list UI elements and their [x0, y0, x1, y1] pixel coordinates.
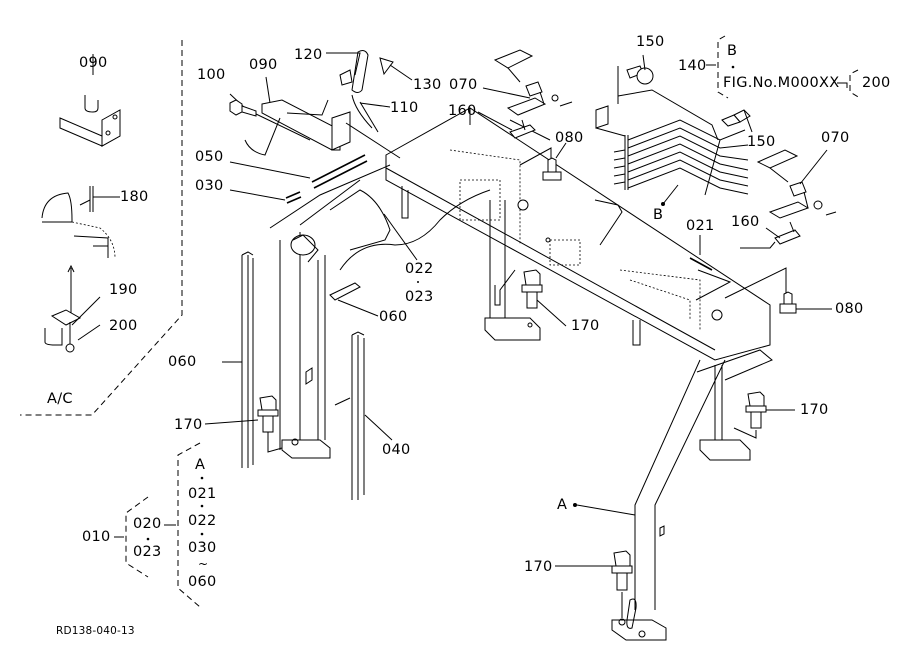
clip-160-left	[477, 111, 536, 139]
callout-150-top: 150	[636, 34, 665, 50]
marker-A: A	[557, 497, 568, 513]
group-010-item-060: 060	[188, 574, 217, 590]
hinge-070-left	[482, 49, 573, 116]
callout-200: 200	[109, 318, 138, 334]
group-010-dot	[200, 476, 204, 480]
callout-090-inset: 090	[79, 55, 108, 71]
inset-label-ac: A/C	[47, 391, 73, 407]
lever-120-110	[339, 50, 394, 133]
inset-part-190-200	[44, 264, 101, 353]
callout-021: 021	[686, 218, 715, 234]
bracket-090	[244, 99, 401, 159]
bolt-080-top	[519, 142, 567, 181]
bolt-170-bottom	[555, 550, 633, 618]
callout-170-center: 170	[571, 318, 600, 334]
bolt-170-right	[733, 391, 795, 439]
group-010-item-A: A	[195, 457, 206, 473]
group-010-bracket	[114, 442, 201, 608]
callout-120: 120	[294, 47, 323, 63]
bolt-080-right	[779, 291, 832, 314]
callout-110: 110	[390, 100, 419, 116]
group-140-link: 200	[862, 75, 891, 91]
leader-030	[229, 189, 286, 201]
pin-050	[311, 154, 368, 189]
leader-050	[229, 161, 311, 179]
callout-160-right: 160	[731, 214, 760, 230]
callout-060-clip: 060	[379, 309, 408, 325]
leader-A	[576, 504, 636, 516]
part-021	[689, 235, 787, 301]
callout-170-bottom: 170	[524, 559, 553, 575]
callout-190: 190	[109, 282, 138, 298]
callout-023: 023	[405, 289, 434, 305]
pin-030	[285, 191, 302, 204]
group-010-item-022: 022	[188, 513, 217, 529]
marker-A-dot	[573, 503, 577, 507]
group-140-item-b: B	[727, 43, 738, 59]
callout-080-top: 080	[555, 130, 584, 146]
leader-130	[389, 64, 413, 81]
callout-050: 050	[195, 149, 224, 165]
marker-B: B	[653, 207, 664, 223]
drawing-reference-code: RD138-040-13	[56, 625, 135, 637]
assembly-B	[595, 54, 753, 206]
group-010-number: 010	[82, 529, 111, 545]
clip-160-right	[765, 221, 801, 245]
callout-070-right: 070	[821, 130, 850, 146]
group-140-number: 140	[678, 58, 707, 74]
group-140-bracket	[706, 35, 861, 99]
callout-180: 180	[120, 189, 149, 205]
rail-060	[222, 251, 254, 468]
group-140-fig-ref: FIG.No.M000XX	[723, 75, 840, 91]
group-010-item-030: 030	[188, 540, 217, 556]
main-frame	[269, 107, 773, 641]
callout-150-right: 150	[747, 134, 776, 150]
leader-110	[359, 102, 391, 108]
inset-bracket-090	[59, 54, 121, 147]
callout-022: 022	[405, 261, 434, 277]
group-010-dot	[200, 504, 204, 508]
leader-090	[265, 76, 271, 104]
bolt-100	[229, 99, 311, 141]
group-010-sub-023: 023	[133, 544, 162, 560]
callout-170-right: 170	[800, 402, 829, 418]
group-010-sub-020: 020	[133, 516, 162, 532]
clip-060	[329, 282, 379, 317]
group-010-dot	[146, 537, 150, 541]
callout-060-rail: 060	[168, 354, 197, 370]
callout-170-left: 170	[174, 417, 203, 433]
callout-130: 130	[413, 77, 442, 93]
group-010-dot	[200, 532, 204, 536]
callout-070-left: 070	[449, 77, 478, 93]
inset-part-180	[41, 186, 120, 259]
callout-160-left: 160	[448, 103, 477, 119]
leader-022	[383, 213, 418, 261]
rail-040	[334, 331, 393, 500]
inset-border	[20, 40, 183, 416]
callout-090: 090	[249, 57, 278, 73]
leader-120	[326, 52, 361, 76]
group-140-separator	[731, 65, 735, 69]
callout-100: 100	[197, 67, 226, 83]
separator-dot	[417, 281, 419, 283]
bolt-170-left	[204, 395, 283, 453]
callout-030: 030	[195, 178, 224, 194]
hinge-070-right	[756, 149, 837, 219]
callout-040: 040	[382, 442, 411, 458]
bolt-170-center	[521, 269, 567, 327]
callout-080-right: 080	[835, 301, 864, 317]
group-010-range-tilde: ~	[198, 557, 209, 571]
group-010-item-021: 021	[188, 486, 217, 502]
